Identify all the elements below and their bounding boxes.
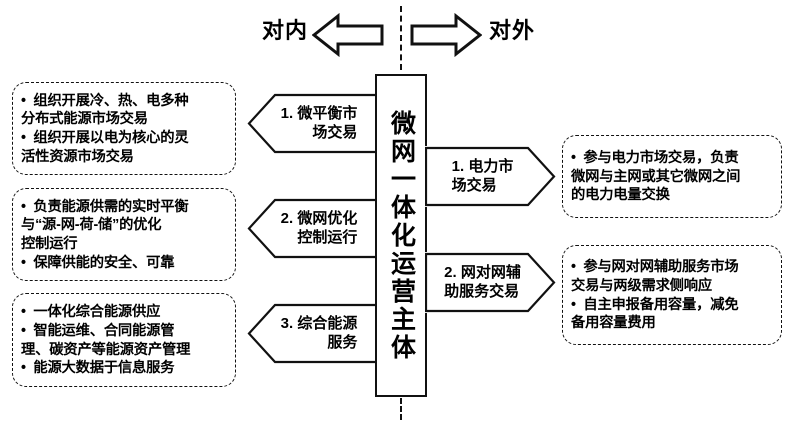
right-box-1-line-3: 的电力电量交换 bbox=[571, 187, 670, 204]
big-right-chevron-icon bbox=[410, 13, 482, 57]
left-box-1-line-3: • 组织开展以电为核心的灵 bbox=[21, 130, 189, 146]
left-arrow-2-label: 2. 微网优化 控制运行 bbox=[280, 210, 358, 246]
left-box-2: • 负责能源供需的实时平衡 与“源-网-荷-储”的优化 控制运行 • 保障供能的… bbox=[12, 188, 236, 281]
right-box-2-line-1: • 参与网对网辅助服务市场 bbox=[571, 259, 739, 276]
left-box-1-line-4: 活性资源市场交易 bbox=[21, 148, 134, 165]
right-arrow-1: 1. 电力市 场交易 bbox=[425, 146, 556, 207]
left-box-3-line-2: • 智能运维、合同能源管 bbox=[21, 322, 175, 339]
right-arrow-1-label: 1. 电力市 场交易 bbox=[451, 158, 514, 194]
right-arrow-2: 2. 网对网辅 助服务交易 bbox=[425, 252, 556, 313]
right-box-1: • 参与电力市场交易，负责 微网与主网或其它微网之间 的电力电量交换 bbox=[562, 135, 782, 218]
right-box-2-line-2: 交易与两级需求侧响应 bbox=[571, 277, 712, 294]
right-box-2-line-4: 备用容量费用 bbox=[571, 315, 656, 332]
left-box-3-line-4: • 能源大数据于信息服务 bbox=[21, 360, 175, 377]
left-box-3: • 一体化综合能源供应 • 智能运维、合同能源管 理、碳资产等能源资产管理 • … bbox=[12, 293, 236, 387]
internal-side-label: 对内 bbox=[262, 18, 309, 43]
left-box-2-line-2: 与“源-网-荷-储”的优化 bbox=[21, 217, 162, 234]
right-box-2-line-3: • 自主申报备用容量，减免 bbox=[571, 296, 739, 313]
right-arrow-2-label: 2. 网对网辅 助服务交易 bbox=[444, 264, 521, 300]
right-box-2: • 参与网对网辅助服务市场 交易与两级需求侧响应 • 自主申报备用容量，减免 备… bbox=[562, 245, 782, 345]
left-arrow-3-label: 3. 综合能源 服务 bbox=[280, 315, 358, 351]
big-left-chevron-icon bbox=[312, 13, 384, 57]
left-box-3-line-3: 理、碳资产等能源资产管理 bbox=[21, 341, 191, 358]
left-box-1-line-1: • 组织开展冷、热、电多种 bbox=[21, 92, 189, 109]
left-box-1: • 组织开展冷、热、电多种 分布式能源市场交易 • 组织开展以电为核心的灵 活性… bbox=[12, 82, 236, 175]
vertical-dashed-divider-top bbox=[400, 6, 402, 70]
left-box-2-line-3: 控制运行 bbox=[21, 236, 78, 252]
left-arrow-1-label: 1. 微平衡市 场交易 bbox=[280, 105, 358, 141]
vertical-dashed-divider-bottom bbox=[400, 398, 402, 420]
left-arrow-3: 3. 综合能源 服务 bbox=[247, 303, 377, 364]
center-main-subject-title: 微网一体化运营主体 bbox=[387, 109, 416, 362]
right-box-1-line-1: • 参与电力市场交易，负责 bbox=[571, 150, 739, 167]
left-arrow-2: 2. 微网优化 控制运行 bbox=[247, 198, 377, 259]
center-main-subject-box: 微网一体化运营主体 bbox=[375, 74, 427, 397]
left-box-1-line-2: 分布式能源市场交易 bbox=[21, 111, 148, 128]
left-box-2-line-4: • 保障供能的安全、可靠 bbox=[21, 254, 175, 271]
left-arrow-1: 1. 微平衡市 场交易 bbox=[247, 93, 377, 154]
left-box-2-line-1: • 负责能源供需的实时平衡 bbox=[21, 198, 189, 215]
left-box-3-line-1: • 一体化综合能源供应 bbox=[21, 304, 161, 321]
external-side-label: 对外 bbox=[489, 18, 536, 43]
right-box-1-line-2: 微网与主网或其它微网之间 bbox=[571, 168, 741, 185]
